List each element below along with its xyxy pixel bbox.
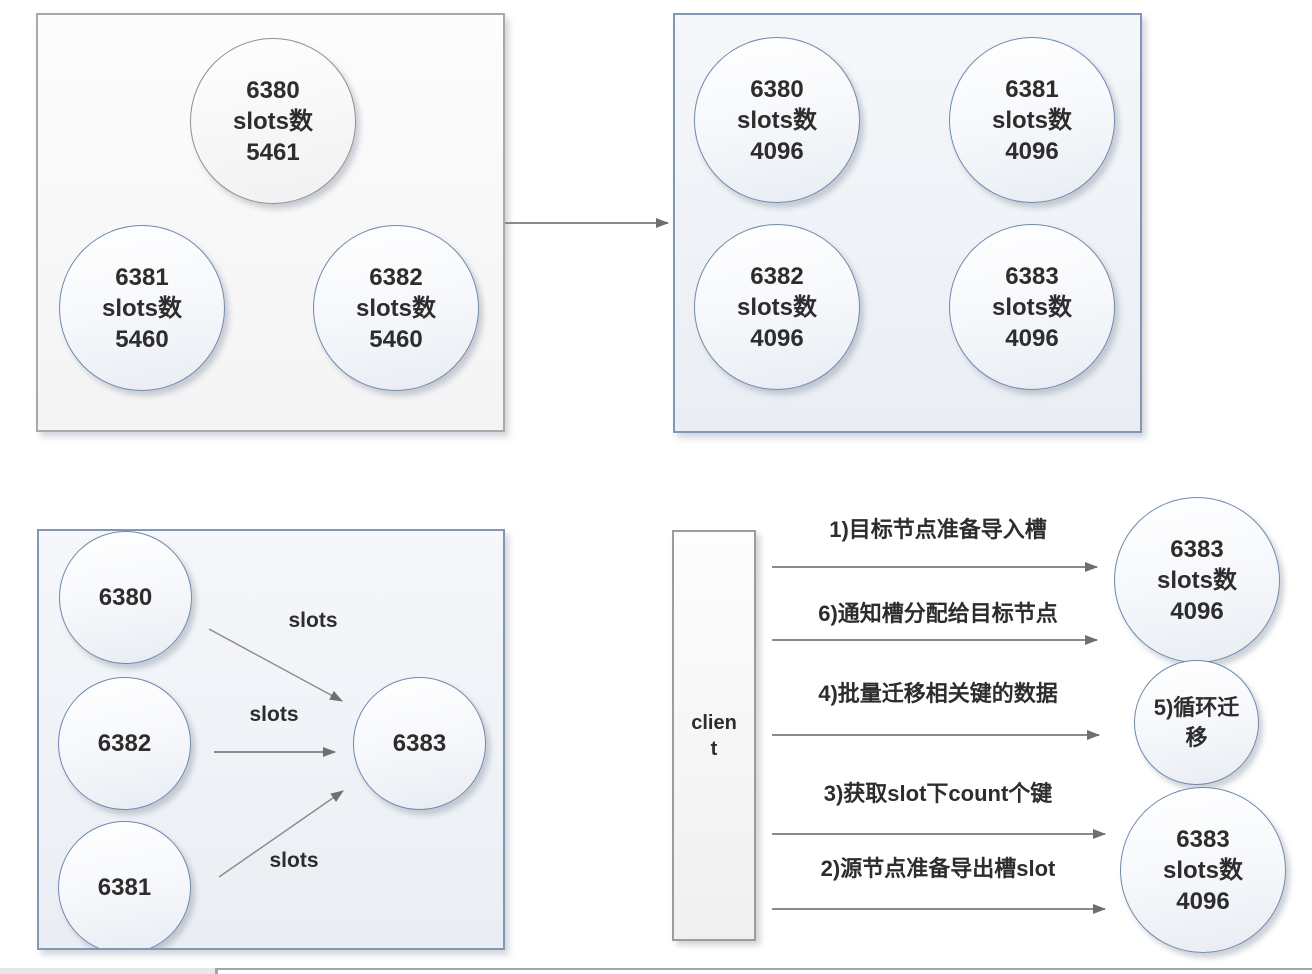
node-slots-count: 5461 [246, 138, 300, 166]
node-port: 6383 [1176, 825, 1230, 853]
node-seq-6383-bottom: 6383 slots数 4096 [1120, 787, 1286, 953]
node-port: 6383 [1170, 535, 1224, 563]
node-src-6382: 6382 [58, 677, 191, 810]
node-slots-count: 4096 [1176, 887, 1230, 915]
node-port: 6381 [97, 874, 152, 901]
node-src-6381: 6381 [58, 821, 191, 948]
node-loop-migrate: 5)循环迁 移 [1134, 660, 1259, 785]
loop-label-line2: 移 [1185, 724, 1208, 750]
node-port: 6383 [1005, 262, 1059, 290]
node-after-6380: 6380 slots数 4096 [694, 37, 860, 203]
panel-slots-transfer: 6380 6382 6381 6383 slots slots slots [37, 529, 505, 950]
node-after-6382: 6382 slots数 4096 [694, 224, 860, 390]
node-slots-label: slots数 [736, 106, 817, 134]
node-port: 6380 [750, 75, 804, 103]
node-slots-count: 4096 [750, 324, 804, 352]
step-label-4: 4)批量迁移相关键的数据 [818, 681, 1058, 706]
node-target-6383: 6383 [353, 677, 486, 810]
node-after-6381: 6381 slots数 4096 [949, 37, 1115, 203]
node-before-6380: 6380 slots数 5461 [190, 38, 356, 204]
node-slots-count: 5460 [369, 325, 423, 353]
node-slots-label: slots数 [991, 293, 1072, 321]
client-box: clien t [672, 530, 756, 941]
node-port: 6383 [392, 730, 447, 757]
node-slots-count: 4096 [1005, 137, 1059, 165]
node-slots-label: slots数 [736, 293, 817, 321]
arrow-6380-to-6383 [208, 628, 343, 702]
client-label-line2: t [710, 737, 718, 760]
node-port: 6380 [98, 584, 153, 611]
node-slots-label: slots数 [1162, 856, 1243, 884]
loop-label-line1: 5)循环迁 [1153, 694, 1240, 720]
bottom-panel-edge [215, 968, 1312, 974]
node-slots-count: 4096 [1005, 324, 1059, 352]
panel-cluster-before: 6380 slots数 5461 6381 slots数 5460 6382 s… [36, 13, 505, 432]
edge-label-slots-middle: slots [249, 703, 299, 726]
client-label-line1: clien [691, 711, 737, 734]
node-slots-label: slots数 [232, 107, 313, 135]
node-slots-count: 4096 [750, 137, 804, 165]
node-seq-6383-top: 6383 slots数 4096 [1114, 497, 1280, 663]
node-before-6381: 6381 slots数 5460 [59, 225, 225, 391]
node-src-6380: 6380 [59, 531, 192, 664]
node-slots-label: slots数 [1156, 566, 1237, 594]
node-port: 6382 [369, 263, 423, 291]
node-before-6382: 6382 slots数 5460 [313, 225, 479, 391]
step-label-2: 2)源节点准备导出槽slot [820, 856, 1056, 881]
node-slots-count: 4096 [1170, 597, 1224, 625]
step-label-1: 1)目标节点准备导入槽 [829, 517, 1047, 542]
node-slots-label: slots数 [101, 294, 182, 322]
node-slots-label: slots数 [355, 294, 436, 322]
node-slots-label: slots数 [991, 106, 1072, 134]
node-after-6383: 6383 slots数 4096 [949, 224, 1115, 390]
bottom-gutter [0, 968, 215, 974]
node-slots-count: 5460 [115, 325, 169, 353]
step-label-6: 6)通知槽分配给目标节点 [818, 601, 1058, 626]
edge-label-slots-bottom: slots [269, 849, 319, 872]
node-port: 6380 [246, 76, 300, 104]
panel-cluster-after: 6380 slots数 4096 6381 slots数 4096 6382 s… [673, 13, 1142, 433]
node-port: 6382 [97, 730, 152, 757]
node-port: 6382 [750, 262, 804, 290]
node-port: 6381 [115, 263, 169, 291]
node-port: 6381 [1005, 75, 1059, 103]
step-label-3: 3)获取slot下count个键 [823, 781, 1053, 806]
edge-label-slots-top: slots [288, 609, 338, 632]
